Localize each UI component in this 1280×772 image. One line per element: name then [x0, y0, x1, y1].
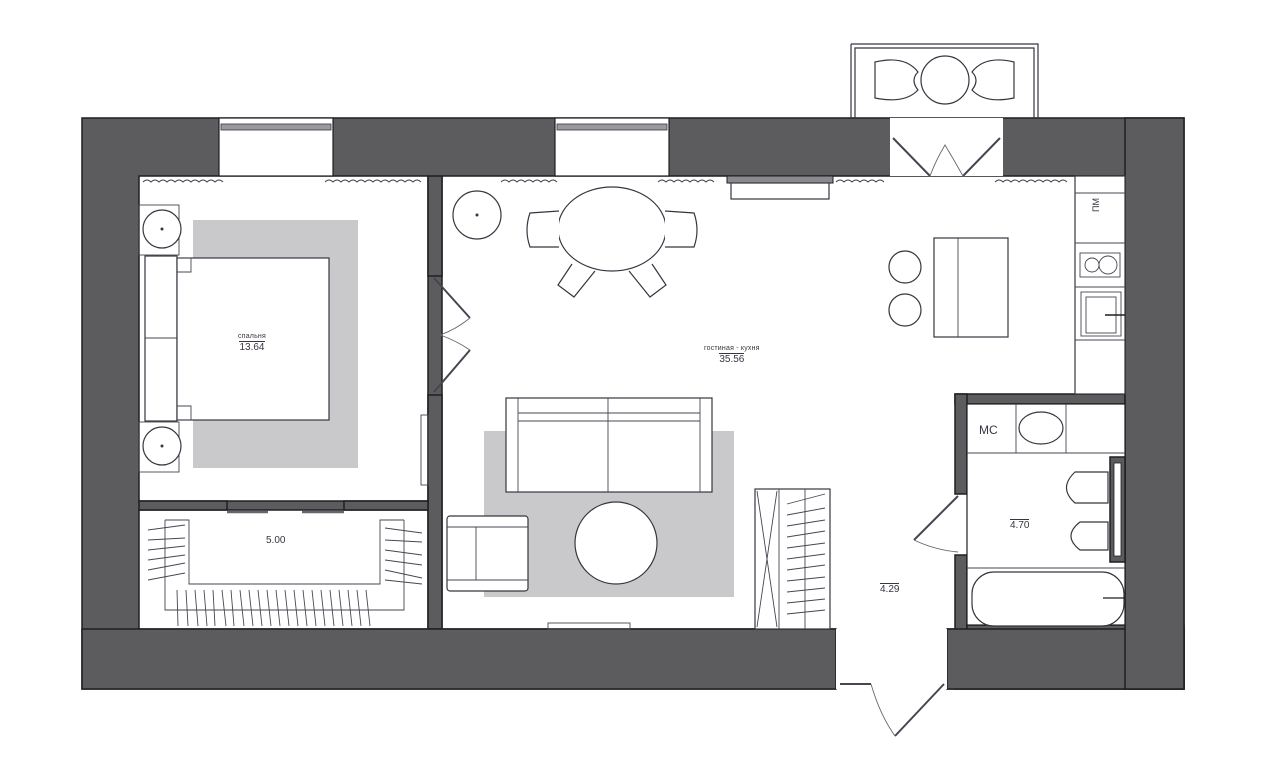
bedroom-furniture — [138, 204, 429, 486]
room-name: гостиная - кухня — [704, 345, 760, 352]
bedroom-bifold-door — [433, 277, 471, 393]
curtains — [142, 179, 1068, 183]
sink — [1080, 291, 1122, 337]
room-area: 4.29 — [880, 583, 900, 595]
room-label-closet: 5.00 — [266, 534, 285, 546]
washbasin — [1018, 411, 1064, 445]
tv-console — [547, 622, 631, 630]
balcony — [850, 43, 1039, 177]
bar-stool-bottom — [888, 293, 922, 327]
console-shelf — [730, 182, 830, 200]
dining-chair-bottom-right — [628, 263, 667, 298]
radiator-bedroom — [420, 414, 429, 486]
cooktop — [1079, 252, 1121, 278]
coffee-table — [574, 501, 658, 585]
bathroom-door — [913, 495, 959, 553]
bathroom-fixtures — [967, 404, 1126, 627]
bed — [176, 257, 330, 421]
room-area: 13.64 — [239, 341, 265, 353]
dining-chair-right — [664, 210, 698, 248]
windows — [218, 117, 834, 200]
dishwasher-label: ПМ — [1091, 198, 1101, 212]
bar-stool-top — [888, 250, 922, 284]
room-label-living-kitchen: гостиная - кухня 35.56 — [704, 345, 760, 365]
dining-chair-bottom-left — [557, 263, 596, 298]
room-label-bathroom: 4.70 — [1010, 518, 1030, 531]
kitchen-counter — [1074, 175, 1126, 395]
radiator — [726, 175, 834, 184]
dining-table — [557, 186, 667, 272]
room-name: спальня — [238, 333, 266, 340]
closet — [147, 510, 423, 627]
room-label-hallway: 4.29 — [880, 582, 900, 595]
window-bedroom — [218, 117, 334, 177]
sofa — [505, 397, 713, 493]
bathtub — [971, 571, 1125, 627]
room-area: 35.56 — [719, 353, 745, 365]
toilet — [1070, 521, 1109, 551]
interior-walls — [81, 117, 1185, 690]
balcony-chair-left — [874, 59, 919, 101]
entry-door — [836, 629, 947, 737]
room-label-bedroom: спальня 13.64 — [238, 333, 266, 353]
room-area: 4.70 — [1010, 519, 1030, 531]
room-area: 5.00 — [266, 535, 286, 546]
window-living — [554, 117, 670, 177]
wardrobe-hall — [754, 488, 831, 630]
dining-chair-left — [526, 210, 560, 248]
balcony-table — [920, 55, 970, 105]
kitchen-island — [888, 237, 1009, 338]
headboard — [144, 255, 178, 422]
laundry-label: МС — [979, 423, 998, 437]
armchair — [446, 515, 529, 592]
bidet — [1065, 471, 1109, 504]
living-furniture — [446, 175, 1126, 630]
balcony-chair-right — [971, 59, 1015, 101]
